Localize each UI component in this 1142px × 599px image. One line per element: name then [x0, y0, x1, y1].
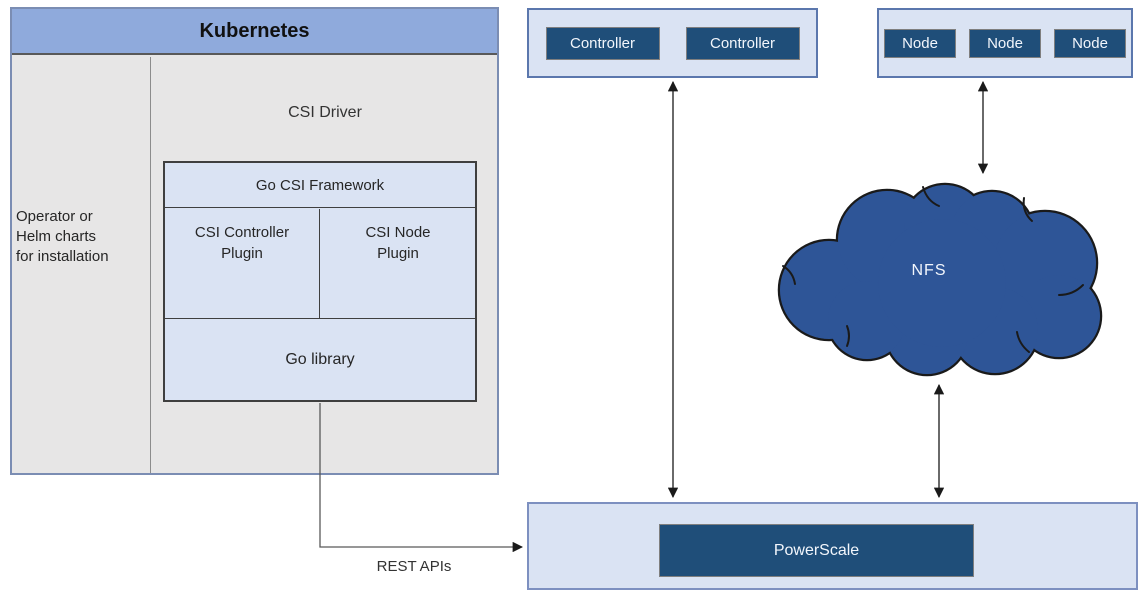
operator-helm-label: Operator or Helm charts for installation	[16, 208, 109, 265]
powerscale-chip: PowerScale	[659, 524, 974, 577]
powerscale-container: PowerScale	[527, 502, 1138, 590]
cloud-shape-icon	[777, 182, 1103, 377]
nfs-label: NFS	[911, 262, 947, 279]
csi-driver-stack: Go CSI Framework CSI Controller Plugin C…	[163, 161, 477, 402]
go-csi-framework-box: Go CSI Framework	[165, 163, 475, 208]
csi-driver-label: CSI Driver	[288, 104, 362, 121]
controllers-container: Controller Controller	[527, 8, 818, 78]
csi-plugins-row: CSI Controller Plugin CSI Node Plugin	[165, 209, 475, 318]
controller-chip: Controller	[685, 26, 800, 60]
controller-chip: Controller	[545, 26, 660, 60]
go-library-box: Go library	[165, 318, 475, 400]
rest-apis-label: REST APIs	[376, 558, 452, 575]
node-chip: Node	[884, 28, 956, 58]
nodes-container: Node Node Node	[877, 8, 1133, 78]
node-chip: Node	[1054, 28, 1126, 58]
kubernetes-title: Kubernetes	[12, 9, 497, 55]
kubernetes-column-divider	[150, 57, 151, 473]
csi-controller-plugin-box: CSI Controller Plugin	[165, 209, 320, 318]
nfs-cloud: NFS	[777, 178, 1103, 378]
csi-node-plugin-box: CSI Node Plugin	[365, 224, 431, 262]
node-chip: Node	[969, 28, 1041, 58]
